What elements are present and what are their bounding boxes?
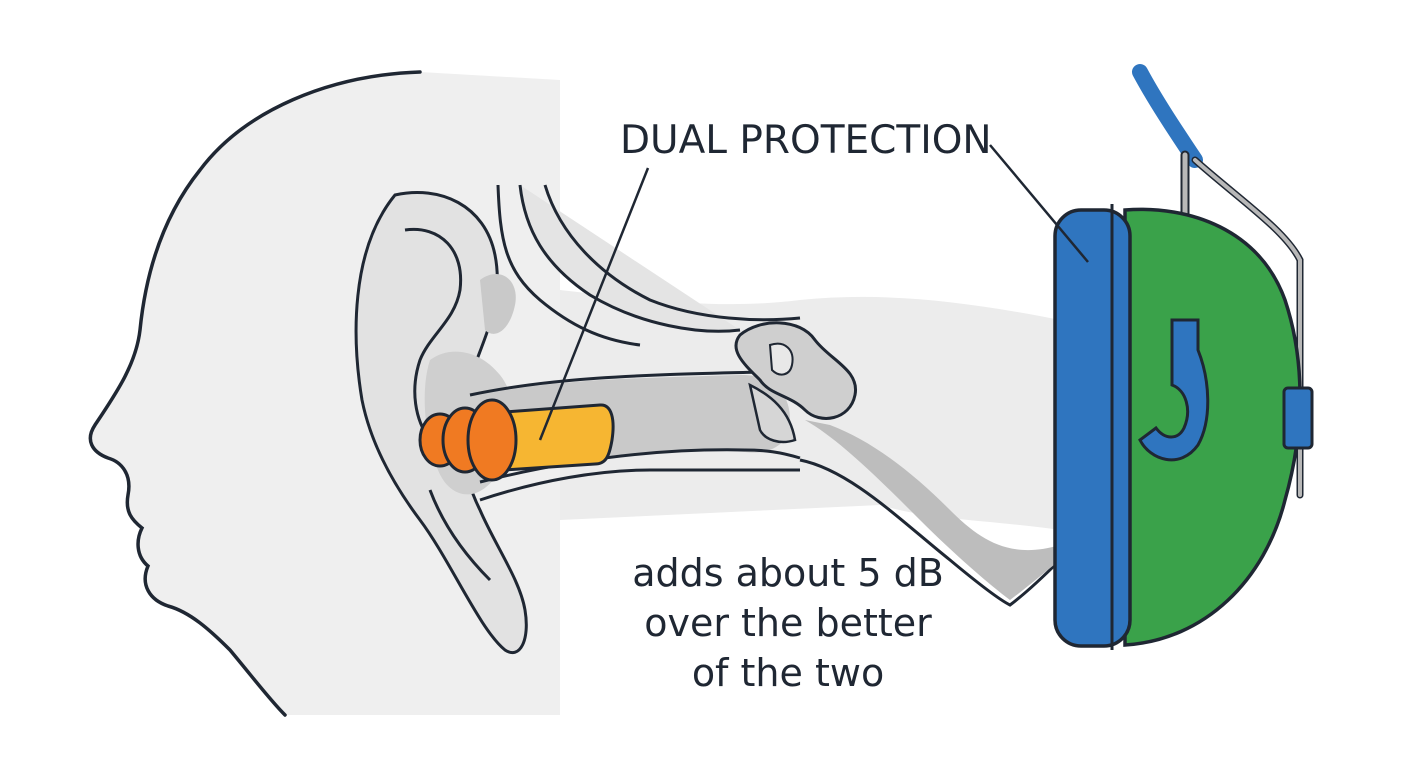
eustachian-tube bbox=[799, 458, 1062, 607]
pinna-inner-fold bbox=[404, 227, 463, 441]
note-line-1: adds about 5 dB bbox=[632, 551, 944, 595]
attenuation-note: adds about 5 dB over the better of the t… bbox=[600, 548, 976, 698]
bone-contour-3 bbox=[543, 184, 801, 322]
diagram-title: DUAL PROTECTION bbox=[620, 118, 992, 163]
earmuff-hook bbox=[1138, 318, 1210, 462]
middle-ear bbox=[734, 321, 1062, 607]
note-line-3: of the two bbox=[691, 651, 885, 695]
earmuff bbox=[1053, 204, 1314, 650]
eardrum bbox=[748, 382, 797, 444]
canal-bottom-wall bbox=[479, 448, 801, 484]
leader-line-to-earplug bbox=[538, 167, 650, 441]
note-line-2: over the better bbox=[644, 601, 932, 645]
bone-contours bbox=[480, 184, 801, 347]
earmuff-shell-green bbox=[1123, 207, 1302, 647]
earmuff-cushion-blue bbox=[1053, 208, 1132, 648]
headband-wire-inner bbox=[1193, 158, 1302, 497]
ear-canal bbox=[469, 370, 801, 502]
eustachian-fill bbox=[805, 420, 1060, 600]
ossicles bbox=[734, 321, 857, 420]
canal-top-wall bbox=[469, 370, 761, 397]
ossicle-detail bbox=[768, 342, 794, 376]
foam-earplug bbox=[418, 398, 615, 482]
canal-lower-bone bbox=[479, 468, 800, 502]
headband-strap bbox=[1132, 64, 1203, 168]
earplug-stem bbox=[503, 403, 615, 472]
bone-gray-patch bbox=[480, 274, 516, 334]
bone-contour-1 bbox=[496, 184, 641, 347]
bone-contour-2 bbox=[518, 184, 741, 333]
earplug-flange-3 bbox=[466, 398, 518, 482]
leader-line-to-earmuff bbox=[989, 144, 1089, 263]
earlobe-line bbox=[428, 489, 492, 582]
face-profile-line bbox=[88, 70, 422, 717]
earmuff-side-tab bbox=[1282, 386, 1314, 450]
